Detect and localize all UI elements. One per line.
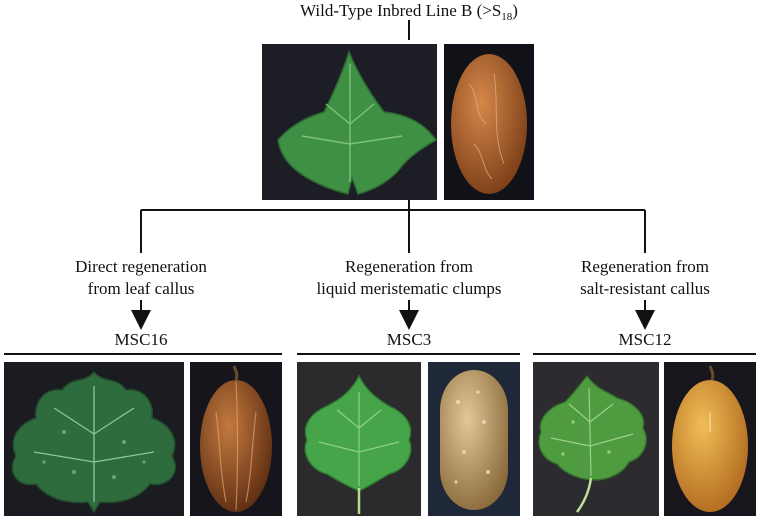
line-name-msc16: MSC16 [114,330,168,349]
wild-type-leaf-photo [262,44,437,200]
msc16-leaf-photo [4,362,184,516]
msc16-fruit-photo [190,362,282,516]
line-name-msc3: MSC3 [386,330,432,349]
line-name-msc12: MSC12 [618,330,672,349]
fruit-shape [672,380,748,512]
fruit-shape [440,370,508,510]
wild-type-fruit-photo [444,44,534,200]
fruit-shape [451,54,527,194]
method-label-msc3: Regeneration from liquid meristematic cl… [316,257,502,298]
msc3-fruit-photo [428,362,520,516]
msc12-fruit-photo [664,362,756,516]
method-label-msc16: Direct regeneration from leaf callus [75,257,207,298]
msc12-leaf-photo [533,362,659,516]
method-label-msc12: Regeneration from salt-resistant callus [580,257,710,298]
leaf-shape [304,374,412,491]
leaf-shape [277,49,437,195]
leaf-shape [538,374,647,481]
fruit-shape [200,380,272,512]
msc3-leaf-photo [297,362,421,516]
root-title: Wild-Type Inbred Line B (>S18) [300,1,518,23]
